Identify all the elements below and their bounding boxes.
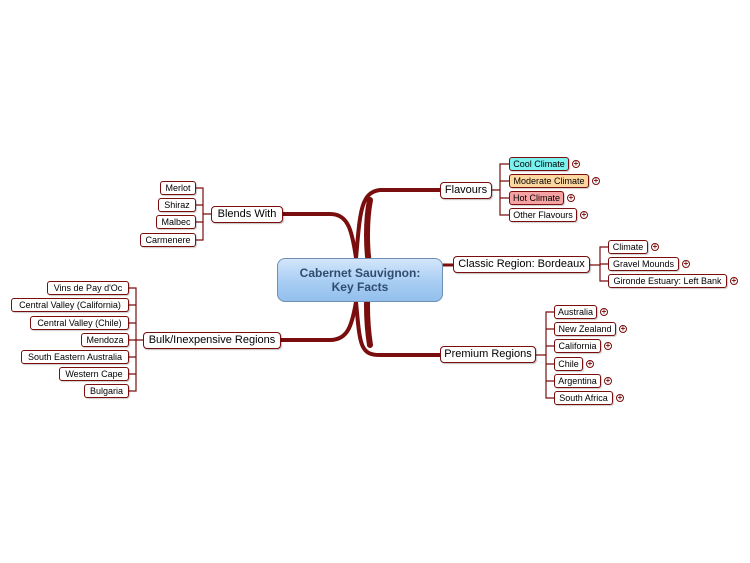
subtopic-south-eastern-australia[interactable]: South Eastern Australia [21, 350, 129, 364]
plus-circle-icon[interactable]: + [604, 341, 612, 350]
plus-circle-icon[interactable]: + [651, 242, 659, 251]
plus-circle-icon[interactable]: + [619, 324, 627, 333]
topic-blends-with[interactable]: Blends With [211, 206, 283, 223]
topic-classic-region-bordeaux[interactable]: Classic Region: Bordeaux [453, 256, 590, 273]
central-topic-line1: Cabernet Sauvignon: [299, 266, 421, 280]
subtopic-south-africa[interactable]: South Africa [554, 391, 613, 405]
plus-circle-icon[interactable]: + [572, 159, 580, 168]
subtopic-shiraz[interactable]: Shiraz [158, 198, 196, 212]
topic-bulk-inexpensive-regions[interactable]: Bulk/Inexpensive Regions [143, 332, 281, 349]
subtopic-merlot[interactable]: Merlot [160, 181, 196, 195]
central-topic-line2: Key Facts [331, 280, 389, 294]
subtopic-cool-climate[interactable]: Cool Climate [509, 157, 569, 171]
subtopic-gravel-mounds[interactable]: Gravel Mounds [608, 257, 679, 271]
connector-blends [281, 212, 358, 260]
subtopic-australia[interactable]: Australia [554, 305, 597, 319]
subtopic-western-cape[interactable]: Western Cape [59, 367, 129, 381]
plus-circle-icon[interactable]: + [682, 259, 690, 268]
subtopic-new-zealand[interactable]: New Zealand [554, 322, 616, 336]
subtopic-central-valley-california[interactable]: Central Valley (California) [11, 298, 129, 312]
subtopic-chile[interactable]: Chile [554, 357, 583, 371]
plus-circle-icon[interactable]: + [600, 307, 608, 316]
subtopic-mendoza[interactable]: Mendoza [81, 333, 129, 347]
plus-circle-icon[interactable]: + [567, 193, 575, 202]
topic-flavours[interactable]: Flavours [440, 182, 492, 199]
subtopic-other-flavours[interactable]: Other Flavours [509, 208, 577, 222]
connector-bulk [279, 300, 358, 342]
connector-premium-subs [535, 311, 555, 399]
subtopic-gironde-estuary[interactable]: Gironde Estuary: Left Bank [608, 274, 727, 288]
topic-premium-regions[interactable]: Premium Regions [440, 346, 536, 363]
subtopic-hot-climate[interactable]: Hot Climate [509, 191, 564, 205]
plus-circle-icon[interactable]: + [580, 210, 588, 219]
subtopic-central-valley-chile[interactable]: Central Valley (Chile) [30, 316, 129, 330]
subtopic-moderate-climate[interactable]: Moderate Climate [509, 174, 589, 188]
connector-blends-subs [195, 187, 212, 241]
subtopic-carmenere[interactable]: Carmenere [140, 233, 196, 247]
subtopic-malbec[interactable]: Malbec [156, 215, 196, 229]
connector-flavours [354, 188, 442, 260]
plus-circle-icon[interactable]: + [730, 276, 738, 285]
connector-bordeaux-subs [589, 246, 609, 282]
connector-premium [354, 300, 442, 357]
connector-bulk-subs [128, 287, 144, 392]
subtopic-argentina[interactable]: Argentina [554, 374, 601, 388]
central-topic[interactable]: Cabernet Sauvignon: Key Facts [277, 258, 443, 302]
subtopic-california[interactable]: California [554, 339, 601, 353]
plus-circle-icon[interactable]: + [616, 393, 624, 402]
subtopic-vins-de-pay-doc[interactable]: Vins de Pay d'Oc [47, 281, 129, 295]
subtopic-climate[interactable]: Climate [608, 240, 648, 254]
plus-circle-icon[interactable]: + [604, 376, 612, 385]
subtopic-bulgaria[interactable]: Bulgaria [84, 384, 129, 398]
plus-circle-icon[interactable]: + [586, 359, 594, 368]
plus-circle-icon[interactable]: + [592, 176, 600, 185]
connector-flavours-subs [489, 163, 510, 216]
